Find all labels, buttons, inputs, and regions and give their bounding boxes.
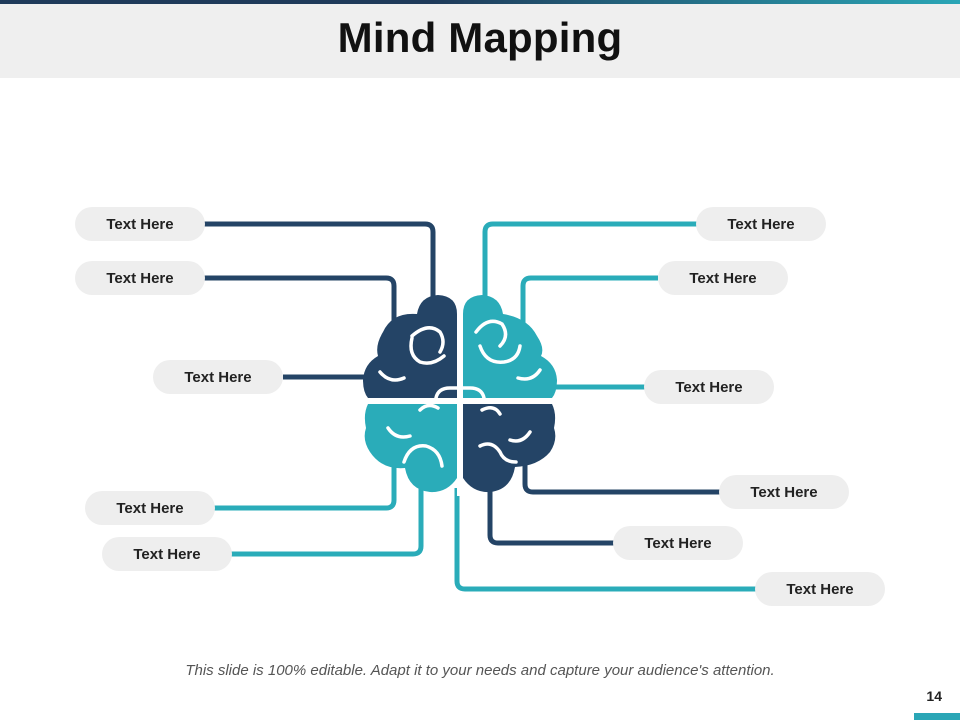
label-left-2: Text Here [75, 261, 205, 295]
connector-left-5 [231, 488, 424, 557]
footer-note: This slide is 100% editable. Adapt it to… [185, 662, 775, 679]
label-left-4: Text Here [85, 491, 215, 525]
connector-left-4 [214, 458, 397, 511]
page-accent-bar [914, 713, 960, 720]
label-left-3: Text Here [153, 360, 283, 394]
title-bar [0, 4, 960, 78]
brain-icon [360, 292, 560, 496]
connector-right-6 [454, 488, 756, 592]
label-right-6: Text Here [755, 572, 885, 606]
label-right-4: Text Here [719, 475, 849, 509]
label-left-5: Text Here [102, 537, 232, 571]
brain-bottom-right-lobe [463, 404, 556, 493]
label-right-5: Text Here [613, 526, 743, 560]
top-accent-bar [0, 0, 960, 4]
label-right-3: Text Here [644, 370, 774, 404]
connector-left-1 [204, 221, 436, 300]
connector-right-4 [522, 462, 720, 495]
connector-right-1 [482, 221, 697, 300]
connector-right-5 [487, 490, 614, 546]
brain-top-right-lobe [463, 295, 557, 398]
connector-left-2 [204, 275, 397, 328]
label-left-1: Text Here [75, 207, 205, 241]
label-right-1: Text Here [696, 207, 826, 241]
connector-right-2 [520, 275, 658, 326]
slide-title: Mind Mapping [337, 14, 623, 61]
page-number: 14 [926, 688, 942, 704]
label-right-2: Text Here [658, 261, 788, 295]
